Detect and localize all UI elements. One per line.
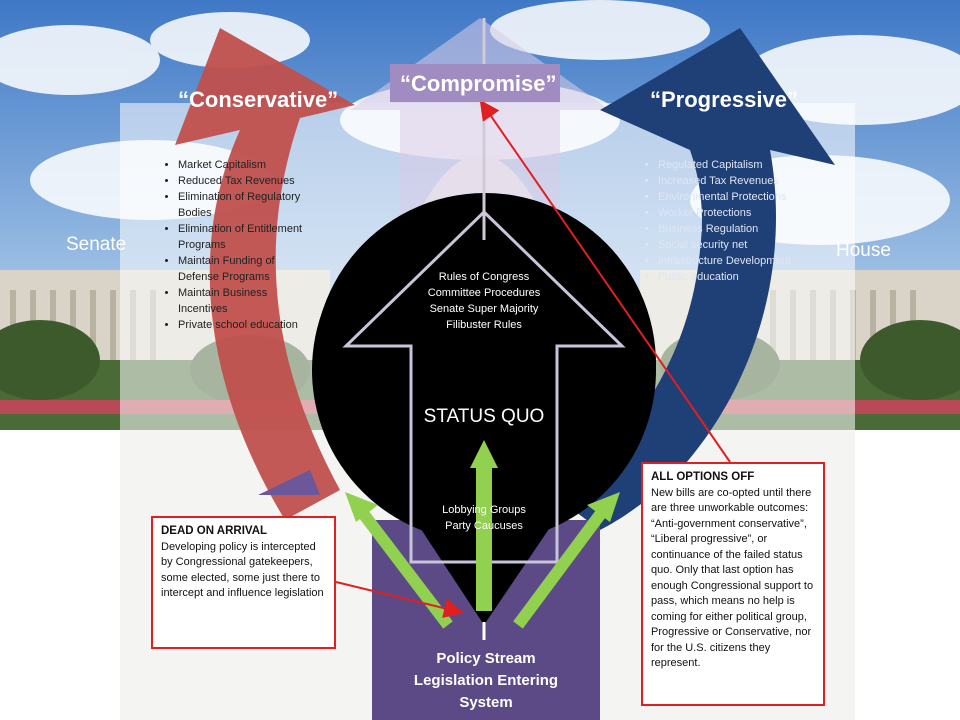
list-item: Elimination of Entitlement Programs [178, 221, 310, 253]
status-quo-disc [312, 198, 656, 542]
list-item: Increased Tax Revenues [658, 173, 800, 189]
senate-label: Senate [66, 234, 127, 255]
lobby-line: Party Caucuses [445, 520, 523, 532]
all-options-off-body: New bills are co-opted until there are t… [651, 486, 814, 670]
rules-text: Rules of Congress Committee Procedures S… [404, 269, 564, 333]
conservative-list: Market Capitalism Reduced Tax Revenues E… [160, 157, 310, 333]
list-item: Private school education [178, 317, 310, 333]
list-item: Public education [658, 269, 800, 285]
list-item: Environmental Protections [658, 189, 800, 205]
dead-on-arrival-box: DEAD ON ARRIVAL Developing policy is int… [151, 516, 336, 649]
policy-stream-label: Policy Stream Legislation Entering Syste… [382, 648, 590, 714]
lobby-text: Lobbying Groups Party Caucuses [404, 502, 564, 534]
list-item: Elimination of Regulatory Bodies [178, 189, 310, 221]
lobby-line: Lobbying Groups [442, 504, 526, 516]
status-quo-label: STATUS QUO [423, 406, 545, 427]
dead-on-arrival-title: DEAD ON ARRIVAL [161, 525, 268, 537]
policy-line: Legislation Entering [413, 672, 559, 689]
compromise-label-box [390, 64, 560, 102]
progressive-label: “Progressive” [650, 87, 798, 112]
all-options-off-title: ALL OPTIONS OFF [651, 471, 755, 483]
rule-line: Committee Procedures [427, 287, 541, 299]
list-item: Maintain Business Incentives [178, 285, 310, 317]
progressive-arrow [560, 28, 835, 530]
list-item: Worker Protections [658, 205, 800, 221]
red-pointer-dead [335, 581, 464, 618]
conservative-arrow [175, 28, 355, 520]
green-arrow-center [470, 440, 498, 611]
list-item: Infrastructure Development [658, 253, 800, 269]
list-item: Business Regulation [658, 221, 800, 237]
house-label: House [836, 240, 891, 261]
progressive-list: Regulated Capitalism Increased Tax Reven… [640, 157, 800, 285]
red-pointer-options [479, 99, 731, 463]
rule-line: Senate Super Majority [429, 303, 539, 315]
conservative-label: “Conservative” [178, 87, 339, 112]
policy-line: Policy Stream [436, 650, 536, 667]
dead-on-arrival-body: Developing policy is intercepted by Cong… [161, 540, 324, 600]
list-item: Regulated Capitalism [658, 157, 800, 173]
rule-line: Filibuster Rules [446, 319, 522, 331]
green-arrow-right [513, 492, 620, 629]
purple-notch-left [258, 470, 320, 495]
rule-line: Rules of Congress [438, 271, 530, 283]
compromise-label: “Compromise” [400, 71, 557, 96]
all-options-off-box: ALL OPTIONS OFF New bills are co-opted u… [641, 462, 825, 706]
list-item: Market Capitalism [178, 157, 310, 173]
list-item: Reduced Tax Revenues [178, 173, 310, 189]
list-item: Maintain Funding of Defense Programs [178, 253, 310, 285]
list-item: Social security net [658, 237, 800, 253]
policy-line: System [459, 694, 513, 711]
